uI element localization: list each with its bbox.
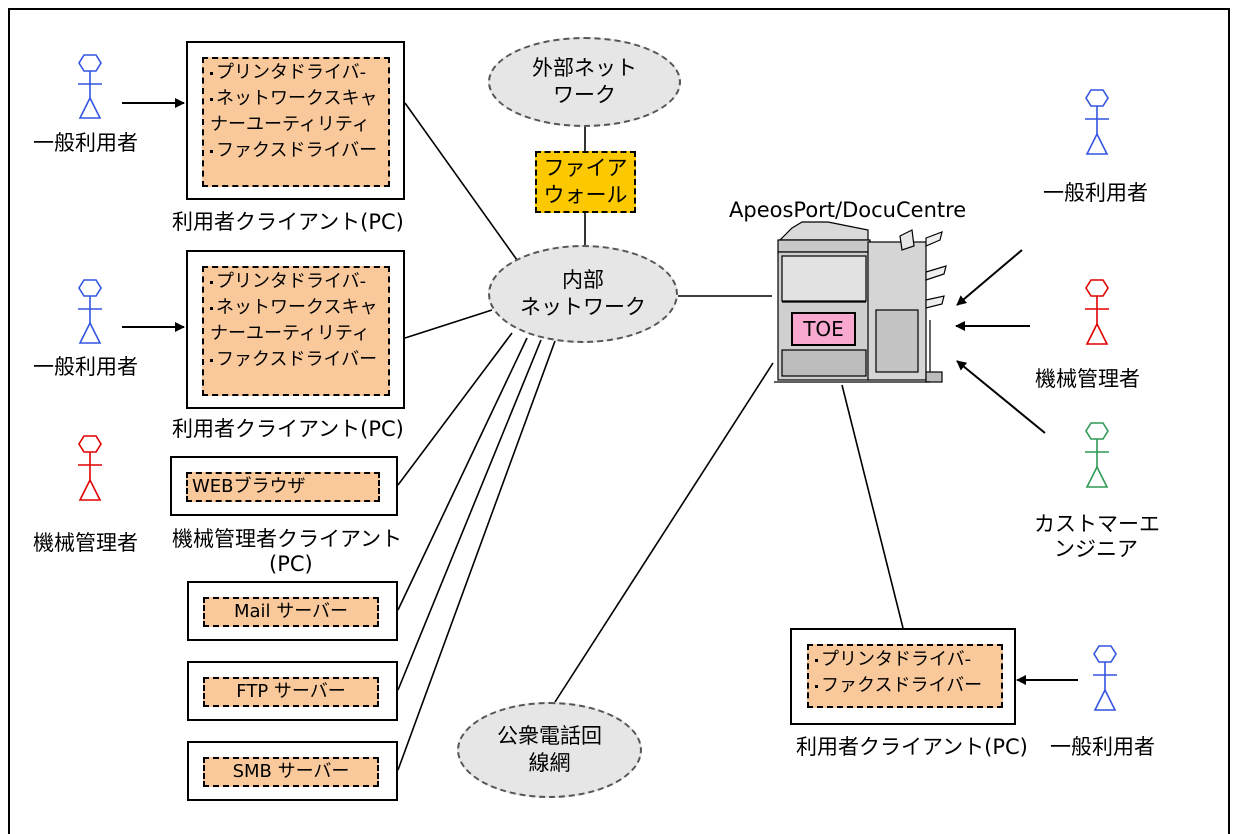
software-fax-driver: ファクスドライバー	[210, 347, 388, 373]
client-pc-2-software-list: プリンタドライバ- ネットワークスキャ ナーユーティリティ ファクスドライバー	[202, 266, 390, 396]
user-right-top-label: 一般利用者	[1043, 181, 1148, 205]
link-ftp-internal	[397, 339, 542, 691]
multifunction-device-icon	[774, 221, 947, 383]
ftp-server: FTP サーバー	[187, 661, 398, 721]
customer-engineer-label: カストマーエ	[1034, 512, 1160, 536]
client-pc-right-software-list: プリンタドライバ- ファクスドライバー	[807, 644, 1003, 708]
web-browser: WEBブラウザ	[186, 472, 380, 502]
admin-client-caption-pc: (PC)	[269, 552, 313, 576]
user-left-2-icon	[78, 279, 102, 344]
ftp-server-label: FTP サーバー	[203, 677, 379, 707]
arrow-ce-device	[956, 360, 1046, 434]
admin-left-icon	[78, 435, 102, 501]
customer-engineer-icon	[1085, 422, 1109, 488]
software-network-scanner-cont: ナーユーティリティ	[210, 114, 370, 135]
client-pc-1-caption: 利用者クライアント(PC)	[172, 210, 404, 234]
firewall-label-2: ウォール	[543, 183, 628, 207]
user-left-1-label: 一般利用者	[33, 131, 138, 155]
software-network-scanner-cont: ナーユーティリティ	[210, 323, 370, 344]
external-network-label: 外部ネット	[532, 56, 637, 80]
pstn-label: 公衆電話回	[497, 724, 602, 748]
software-printer-driver: プリンタドライバ-	[210, 269, 388, 295]
firewall-label: ファイア	[543, 156, 628, 180]
pstn-label-2: 線網	[528, 751, 571, 775]
admin-client-caption: 機械管理者クライアント	[172, 527, 403, 551]
admin-right-label: 機械管理者	[1035, 367, 1140, 391]
diagram-frame	[8, 8, 1230, 834]
smb-server-label: SMB サーバー	[203, 757, 379, 787]
internal-network-cloud: 内部 ネットワーク	[488, 245, 678, 343]
user-right-bottom-icon	[1093, 645, 1117, 711]
arrow-user-device	[956, 249, 1023, 306]
software-fax-driver: ファクスドライバー	[210, 138, 388, 164]
mail-server: Mail サーバー	[187, 581, 398, 641]
smb-server: SMB サーバー	[187, 741, 398, 801]
client-pc-1: プリンタドライバ- ネットワークスキャ ナーユーティリティ ファクスドライバー	[186, 41, 405, 200]
link-pc1-internal	[404, 102, 518, 261]
customer-engineer-label-2: ンジニア	[1054, 537, 1138, 561]
software-fax-driver: ファクスドライバー	[815, 673, 1001, 699]
software-printer-driver: プリンタドライバ-	[815, 647, 1001, 673]
software-printer-driver: プリンタドライバ-	[210, 60, 388, 86]
link-pstn-device	[554, 362, 774, 703]
mail-server-label: Mail サーバー	[203, 597, 379, 627]
device-name: ApeosPort/DocuCentre	[729, 198, 967, 222]
client-pc-1-software-list: プリンタドライバ- ネットワークスキャ ナーユーティリティ ファクスドライバー	[202, 57, 390, 187]
admin-left-label: 機械管理者	[33, 531, 138, 555]
admin-client-pc: WEBブラウザ	[170, 456, 398, 516]
client-pc-2-caption: 利用者クライアント(PC)	[172, 417, 404, 441]
user-left-2-label: 一般利用者	[33, 355, 138, 379]
client-pc-2: プリンタドライバ- ネットワークスキャ ナーユーティリティ ファクスドライバー	[186, 250, 405, 409]
software-network-scanner: ネットワークスキャ	[210, 86, 388, 112]
software-network-scanner: ネットワークスキャ	[210, 295, 388, 321]
external-network-cloud: 外部ネット ワーク	[488, 37, 681, 127]
link-mail-internal	[397, 337, 528, 611]
link-pc2-internal	[404, 309, 493, 339]
user-left-1-icon	[78, 54, 102, 119]
client-pc-right: プリンタドライバ- ファクスドライバー	[790, 628, 1016, 725]
user-right-top-icon	[1085, 89, 1109, 155]
external-network-label-2: ワーク	[553, 83, 616, 107]
client-pc-right-caption: 利用者クライアント(PC)	[796, 735, 1028, 759]
internal-network-label: 内部	[562, 268, 604, 292]
link-admin-pc-internal	[397, 332, 513, 486]
user-right-bottom-label: 一般利用者	[1050, 735, 1155, 759]
link-smb-internal	[397, 340, 556, 771]
public-telephone-network-cloud: 公衆電話回 線網	[457, 702, 642, 798]
link-device-pc-right	[841, 384, 904, 629]
internal-network-label-2: ネットワーク	[520, 295, 646, 319]
firewall: ファイア ウォール	[535, 151, 636, 213]
toe-badge: TOE	[791, 312, 856, 346]
admin-right-icon	[1085, 279, 1109, 345]
